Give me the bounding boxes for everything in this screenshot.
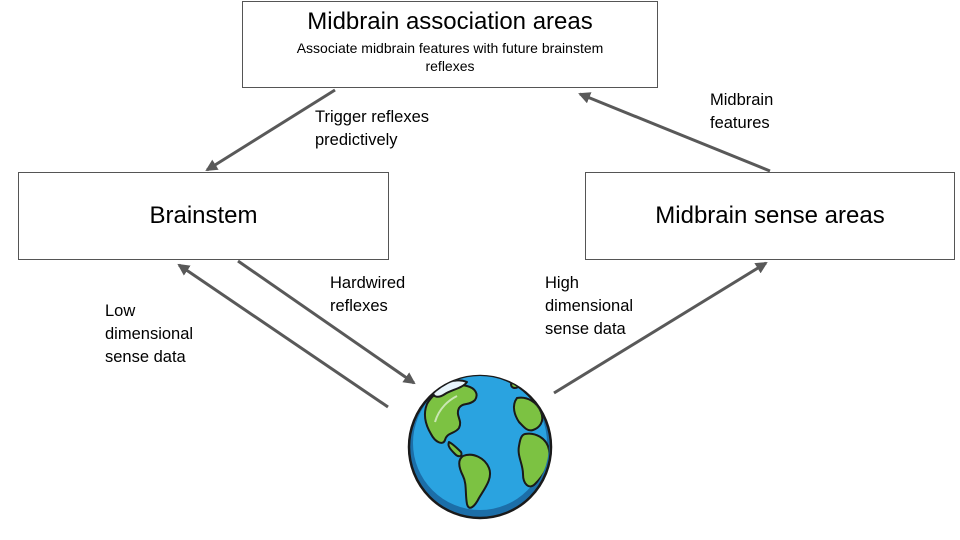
arrow-assoc-to-brainstem [205, 88, 336, 172]
hardwired-reflexes-label: Hardwired reflexes [330, 274, 406, 315]
midbrain-sense-areas-title: Midbrain sense areas [655, 202, 885, 229]
arrow-world-to-brainstem [177, 263, 389, 409]
trigger-reflexes-label: Trigger reflexes predictively [315, 108, 430, 149]
midbrain-sense-areas-box: Midbrain sense areas [585, 172, 955, 260]
low-dimensional-sense-data-label: Low dimensional sense data [105, 302, 194, 366]
brainstem-box: Brainstem [18, 172, 389, 260]
high-dimensional-sense-data-label: High dimensional sense data [545, 274, 634, 338]
arrow-brainstem-to-world [237, 259, 416, 385]
arrow-sense-to-assoc [578, 92, 771, 173]
midbrain-features-label: Midbrain features [710, 91, 774, 132]
midbrain-association-areas-box: Midbrain association areas Associate mid… [242, 1, 658, 88]
earth-globe-icon [407, 374, 553, 520]
midbrain-association-areas-description: Associate midbrain features with future … [296, 40, 604, 74]
arrow-world-to-sense [553, 261, 768, 395]
brainstem-title: Brainstem [149, 202, 258, 229]
midbrain-association-areas-title: Midbrain association areas [307, 8, 593, 35]
